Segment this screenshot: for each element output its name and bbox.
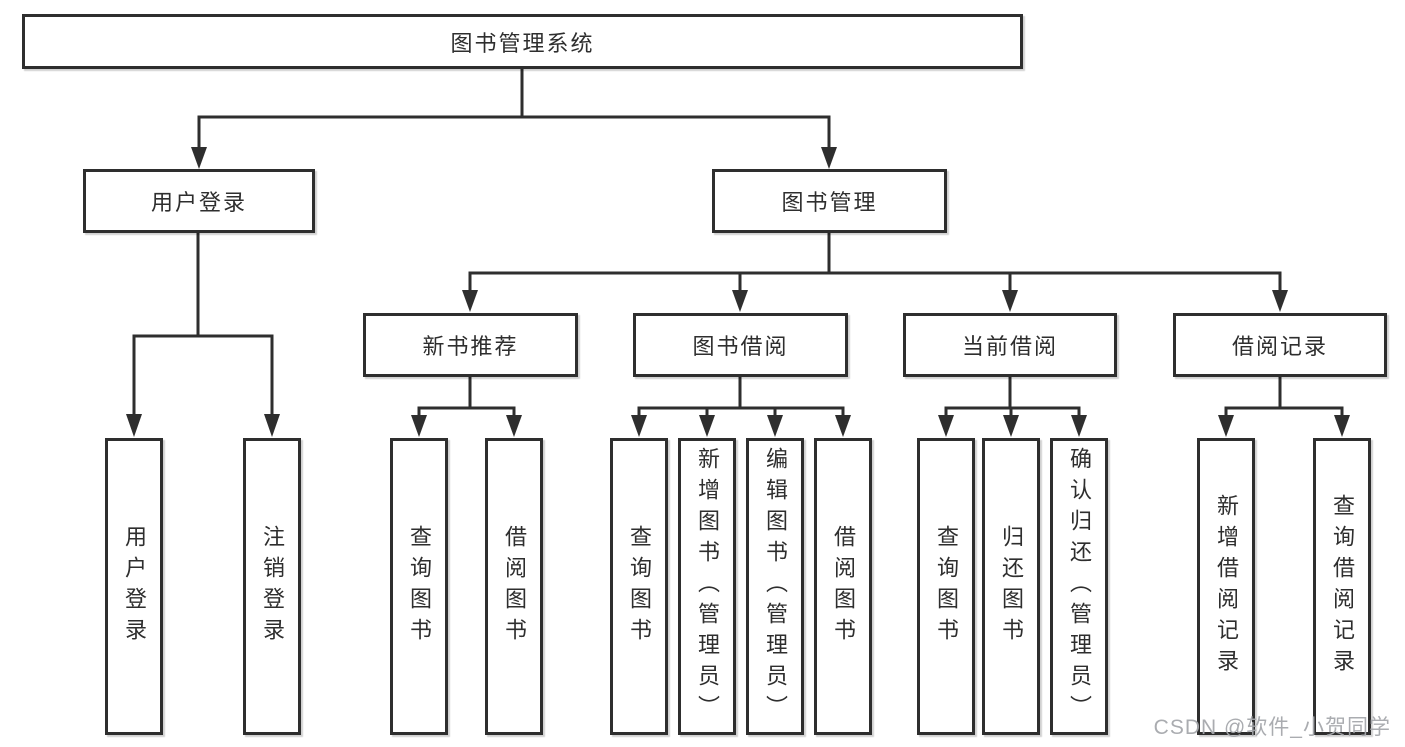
node-label: 借阅记录 (1231, 334, 1328, 359)
connector-userlogin-to-leaves (126, 233, 280, 437)
connector-borrowrecords-to-leaves (1218, 377, 1350, 437)
connector-bookmgmt-to-level3 (462, 233, 1288, 312)
leaf-query-borrow-record: 查询借阅记录 (1313, 438, 1371, 735)
node-label: 新书推荐 (422, 334, 519, 359)
node-label: 当前借阅 (961, 334, 1058, 359)
leaf-query-books-current: 查询图书 (917, 438, 975, 735)
node-book-management: 图书管理 (712, 169, 947, 233)
node-user-login: 用户登录 (83, 169, 315, 233)
leaf-add-borrow-record: 新增借阅记录 (1197, 438, 1255, 735)
node-label: 查询图书 (407, 524, 432, 649)
leaf-return-books: 归还图书 (982, 438, 1040, 735)
node-label: 用户登录 (122, 524, 147, 649)
connector-newbookrec-to-leaves (411, 377, 522, 437)
node-label: 图书管理 (781, 190, 878, 215)
node-new-book-recommend: 新书推荐 (363, 313, 578, 377)
node-label: 查询图书 (934, 524, 959, 649)
node-label: 确认归还（管理员） (1067, 447, 1092, 726)
node-label: 编辑图书（管理员） (763, 447, 788, 726)
node-book-borrowing: 图书借阅 (633, 313, 848, 377)
connector-bookborrow-to-leaves (631, 377, 851, 437)
node-borrowing-records: 借阅记录 (1173, 313, 1387, 377)
node-label: 借阅图书 (502, 524, 527, 649)
leaf-edit-books-admin: 编辑图书（管理员） (746, 438, 804, 735)
node-library-management-system: 图书管理系统 (22, 14, 1023, 69)
node-current-borrowing: 当前借阅 (903, 313, 1117, 377)
csdn-watermark: CSDN @软件_小贺同学 (1153, 716, 1391, 739)
node-label: 注销登录 (260, 524, 285, 649)
leaf-add-books-admin: 新增图书（管理员） (678, 438, 736, 735)
node-label: 图书管理系统 (450, 30, 595, 56)
leaf-borrow-books-recommend: 借阅图书 (485, 438, 543, 735)
node-label: 查询借阅记录 (1330, 493, 1355, 680)
leaf-user-login: 用户登录 (105, 438, 163, 735)
node-label: 新增图书（管理员） (695, 447, 720, 726)
connector-currentborrow-to-leaves (938, 377, 1087, 437)
leaf-borrow-books: 借阅图书 (814, 438, 872, 735)
connector-root-to-level2 (191, 69, 837, 169)
node-label: 图书借阅 (692, 334, 789, 359)
node-label: 用户登录 (150, 190, 247, 215)
leaf-confirm-return-admin: 确认归还（管理员） (1050, 438, 1108, 735)
node-label: 新增借阅记录 (1214, 493, 1239, 680)
node-label: 借阅图书 (831, 524, 856, 649)
leaf-query-books-borrowing: 查询图书 (610, 438, 668, 735)
leaf-query-books-recommend: 查询图书 (390, 438, 448, 735)
node-label: 查询图书 (627, 524, 652, 649)
leaf-logout: 注销登录 (243, 438, 301, 735)
node-label: 归还图书 (999, 524, 1024, 649)
